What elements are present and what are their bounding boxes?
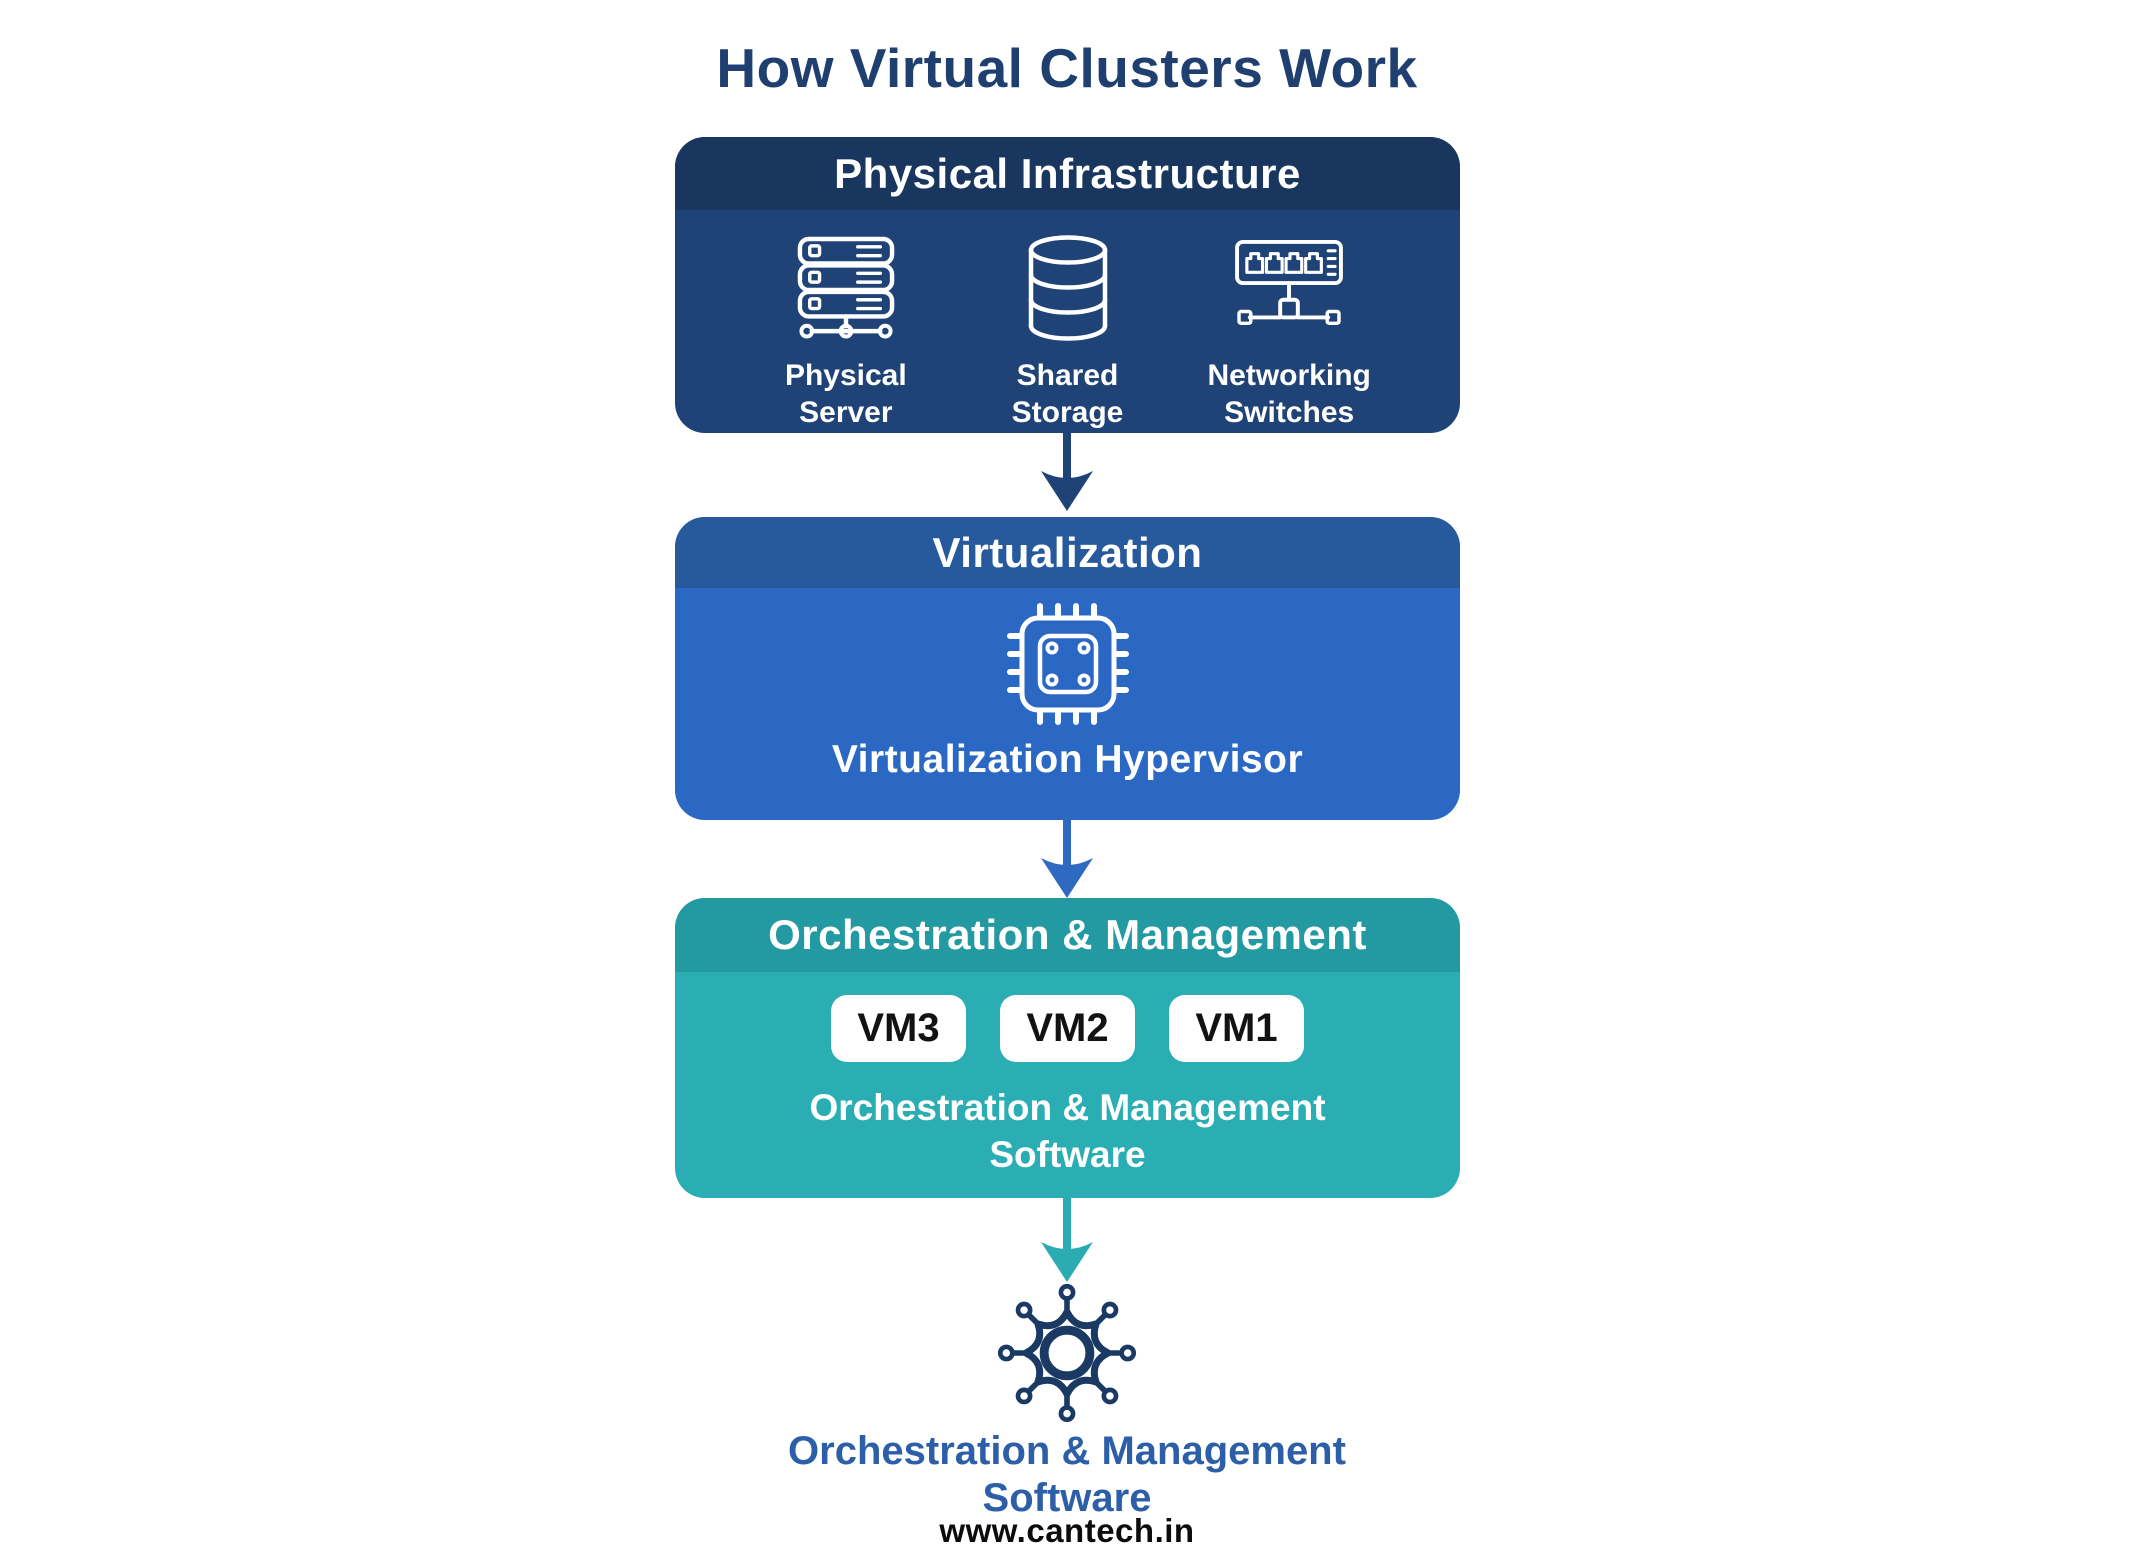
- physical-server-label: Physical Server: [784, 359, 907, 429]
- page-title: How Virtual Clusters Work: [716, 37, 1418, 99]
- virtualization-body: Virtualization Hypervisor: [675, 588, 1460, 820]
- virtualization-box: Virtualization: [675, 517, 1460, 820]
- vm-row: VM3 VM2 VM1: [831, 995, 1304, 1062]
- orchestration-management-header: Orchestration & Management: [675, 898, 1460, 972]
- arrow-down-1: [1041, 433, 1093, 511]
- networking-switches-item: Networking Switches: [1178, 232, 1400, 431]
- server-icon: [797, 232, 895, 344]
- shared-storage-item: Shared Storage: [957, 232, 1179, 431]
- physical-infrastructure-title: Physical Infrastructure: [834, 149, 1301, 197]
- footer-software-label: Orchestration & Management Software: [788, 1429, 1346, 1520]
- physical-infrastructure-box: Physical Infrastructure: [675, 137, 1460, 433]
- website-url: www.cantech.in: [939, 1512, 1195, 1549]
- orchestration-gear-icon: [997, 1283, 1137, 1423]
- physical-infrastructure-header: Physical Infrastructure: [675, 137, 1460, 210]
- network-switch-icon: [1233, 232, 1345, 344]
- storage-icon: [1026, 232, 1110, 344]
- arrow-down-2: [1041, 815, 1093, 898]
- vm2-chip: VM2: [1000, 995, 1135, 1062]
- arrow-down-3: [1041, 1198, 1093, 1282]
- virtualization-header: Virtualization: [675, 517, 1460, 588]
- vm1-chip: VM1: [1169, 995, 1304, 1062]
- networking-switches-label: Networking Switches: [1207, 359, 1371, 429]
- vm3-chip: VM3: [831, 995, 966, 1062]
- orchestration-software-label: Orchestration & Management Software: [809, 1087, 1326, 1176]
- physical-infrastructure-items: Physical Server Shared Storage: [675, 210, 1460, 433]
- virtualization-hypervisor-label: Virtualization Hypervisor: [831, 738, 1304, 781]
- cpu-chip-icon: [1006, 602, 1130, 726]
- virtualization-title: Virtualization: [932, 528, 1203, 576]
- orchestration-management-title: Orchestration & Management: [768, 911, 1367, 958]
- orchestration-body: VM3 VM2 VM1 Orchestration & Management S…: [675, 972, 1460, 1198]
- shared-storage-label: Shared Storage: [1011, 359, 1124, 429]
- physical-server-item: Physical Server: [735, 232, 957, 431]
- orchestration-management-box: Orchestration & Management VM3 VM2 VM1 O…: [675, 898, 1460, 1198]
